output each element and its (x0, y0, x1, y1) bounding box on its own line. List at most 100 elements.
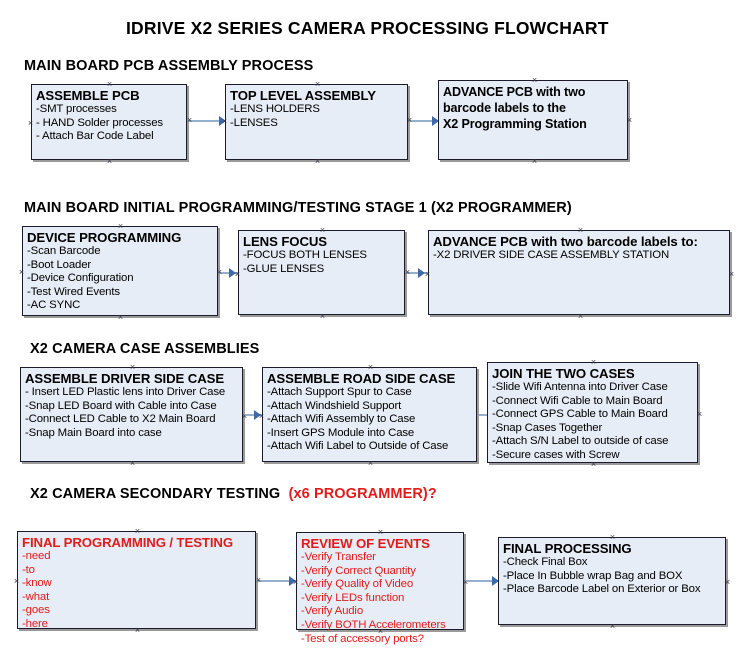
node-line: -Verify Quality of Video (301, 578, 414, 591)
resize-handle-right[interactable] (724, 579, 731, 586)
node-line: -Device Configuration (27, 272, 134, 285)
section-heading-accent: (x6 PROGRAMMER)? (288, 486, 437, 502)
section-heading-text: X2 CAMERA CASE ASSEMBLIES (30, 341, 260, 357)
node-line: -Secure cases with Screw (492, 448, 620, 461)
resize-handle-bottom[interactable] (609, 623, 616, 630)
node-final-programming-testing[interactable]: FINAL PROGRAMMING / TESTING -need -to -k… (17, 528, 256, 630)
resize-handle-bottom[interactable] (106, 158, 113, 165)
resize-handle-left[interactable] (221, 118, 228, 125)
node-line: -Slide Wifi Antenna into Driver Case (492, 381, 668, 393)
node-header: DEVICE PROGRAMMING (27, 230, 182, 245)
node-line: -to (22, 563, 35, 576)
node-line-overflow: -Test of accessory ports? (301, 632, 424, 645)
node-header: ASSEMBLE ROAD SIDE CASE (267, 371, 456, 386)
section-heading-x2-camera-secondary-testing: X2 CAMERA SECONDARY TESTING (x6 PROGRAMM… (30, 486, 437, 502)
node-line: -Attach Support Spur to Case (267, 386, 412, 398)
section-heading-text: X2 CAMERA SECONDARY TESTING (30, 486, 281, 502)
node-line: -LENS HOLDERS (230, 103, 320, 115)
connector-handle[interactable] (255, 577, 262, 584)
node-join-the-two-cases[interactable]: JOIN THE TWO CASES -Slide Wifi Antenna i… (487, 362, 698, 463)
node-line: -Check Final Box (503, 556, 588, 568)
node-advance-pcb-driver-side-case[interactable]: ADVANCE PCB with two barcode labels to: … (428, 230, 730, 315)
resize-handle-top[interactable] (134, 528, 141, 535)
node-header: FINAL PROCESSING (503, 541, 632, 556)
node-header: ASSEMBLE PCB (36, 88, 140, 103)
resize-handle-bottom[interactable] (117, 314, 124, 321)
node-header: FINAL PROGRAMMING / TESTING (22, 535, 233, 550)
resize-handle-top[interactable] (314, 81, 321, 88)
resize-handle-top[interactable] (609, 534, 616, 541)
connector-handle[interactable] (216, 269, 223, 276)
resize-handle-top[interactable] (367, 364, 374, 371)
resize-handle-right[interactable] (626, 117, 633, 124)
connector-arrowhead (229, 268, 236, 278)
resize-handle-bottom[interactable] (319, 313, 326, 320)
node-line: -Scan Barcode (27, 245, 101, 257)
node-line: -Attach Windshield Support (267, 399, 402, 412)
node-line: -Connect LED Cable to X2 Main Board (25, 413, 216, 426)
section-heading-main-board-pcb-assembly: MAIN BOARD PCB ASSEMBLY PROCESS (24, 58, 313, 74)
node-advance-pcb-x2-programming-station[interactable]: ADVANCE PCB with two barcode labels to t… (438, 80, 628, 160)
resize-handle-top[interactable] (106, 81, 113, 88)
node-review-of-events[interactable]: REVIEW OF EVENTS -Verify Transfer -Verif… (296, 529, 464, 645)
connector-handle[interactable] (404, 269, 411, 276)
node-line: -Verify Correct Quantity (301, 564, 416, 577)
resize-handle-bottom[interactable] (314, 158, 321, 165)
resize-handle-left[interactable] (18, 269, 25, 276)
node-header: LENS FOCUS (243, 234, 327, 249)
node-line: -Verify BOTH Accelerometers (301, 618, 446, 631)
node-line: -Attach S/N Label to outside of case (492, 435, 669, 448)
resize-handle-bottom[interactable] (531, 158, 538, 165)
node-lens-focus[interactable]: LENS FOCUS -FOCUS BOTH LENSES -GLUE LENS… (238, 230, 405, 315)
resize-handle-top[interactable] (531, 77, 538, 84)
node-line: -FOCUS BOTH LENSES (243, 249, 367, 261)
resize-handle-bottom[interactable] (590, 461, 597, 468)
node-line: -know (22, 577, 52, 590)
connector-final-programming-to-review-of-events (258, 580, 296, 582)
resize-handle-top[interactable] (129, 364, 136, 371)
resize-handle-bottom[interactable] (134, 627, 141, 634)
resize-handle-right[interactable] (728, 271, 735, 278)
resize-handle-top[interactable] (577, 227, 584, 234)
node-line: -what (22, 590, 50, 603)
node-line: - Insert LED Plastic lens into Driver Ca… (25, 386, 226, 398)
resize-handle-left[interactable] (27, 120, 34, 127)
node-top-level-assembly[interactable]: TOP LEVEL ASSEMBLY -LENS HOLDERS -LENSES (225, 84, 408, 160)
node-header: REVIEW OF EVENTS (301, 536, 430, 551)
node-line: -Place In Bubble wrap Bag and BOX (503, 569, 683, 582)
node-line: -Snap Main Board into case (25, 426, 162, 439)
resize-handle-bottom[interactable] (577, 313, 584, 320)
resize-handle-bottom[interactable] (129, 460, 136, 467)
node-line: -goes (22, 604, 50, 617)
resize-handle-left[interactable] (424, 271, 431, 278)
node-line: -GLUE LENSES (243, 262, 325, 275)
resize-handle-left[interactable] (292, 579, 299, 586)
node-header: ADVANCE PCB with two barcode labels to: (433, 234, 698, 249)
section-heading-x2-camera-case-assemblies: X2 CAMERA CASE ASSEMBLIES (30, 341, 259, 357)
node-header: ASSEMBLE DRIVER SIDE CASE (25, 371, 225, 386)
node-final-processing[interactable]: FINAL PROCESSING -Check Final Box -Place… (498, 537, 726, 625)
resize-handle-bottom[interactable] (377, 628, 384, 635)
connector-handle[interactable] (186, 117, 193, 124)
resize-handle-left[interactable] (234, 271, 241, 278)
node-assemble-pcb[interactable]: ASSEMBLE PCB -SMT processes - HAND Solde… (31, 84, 187, 160)
resize-handle-top[interactable] (590, 359, 597, 366)
node-line: -Insert GPS Module into Case (267, 426, 415, 439)
connector-handle[interactable] (406, 117, 413, 124)
resize-handle-top[interactable] (117, 223, 124, 230)
connector-arrowhead (418, 268, 425, 278)
node-line: -Attach Wifi Assembly to Case (267, 413, 416, 426)
resize-handle-right[interactable] (696, 411, 703, 418)
node-device-programming[interactable]: DEVICE PROGRAMMING -Scan Barcode -Boot L… (22, 226, 218, 316)
node-assemble-driver-side-case[interactable]: ASSEMBLE DRIVER SIDE CASE - Insert LED P… (20, 367, 243, 462)
node-assemble-road-side-case[interactable]: ASSEMBLE ROAD SIDE CASE -Attach Support … (262, 367, 477, 462)
resize-handle-left[interactable] (13, 578, 20, 585)
resize-handle-left[interactable] (258, 413, 265, 420)
node-line: -need (22, 550, 51, 562)
resize-handle-bottom[interactable] (367, 460, 374, 467)
connector-top-level-to-advance-pcb (410, 120, 439, 122)
resize-handle-top[interactable] (319, 227, 326, 234)
resize-handle-top[interactable] (377, 529, 384, 536)
node-line: ADVANCE PCB with two (443, 85, 586, 99)
connector-arrowhead (432, 116, 439, 126)
